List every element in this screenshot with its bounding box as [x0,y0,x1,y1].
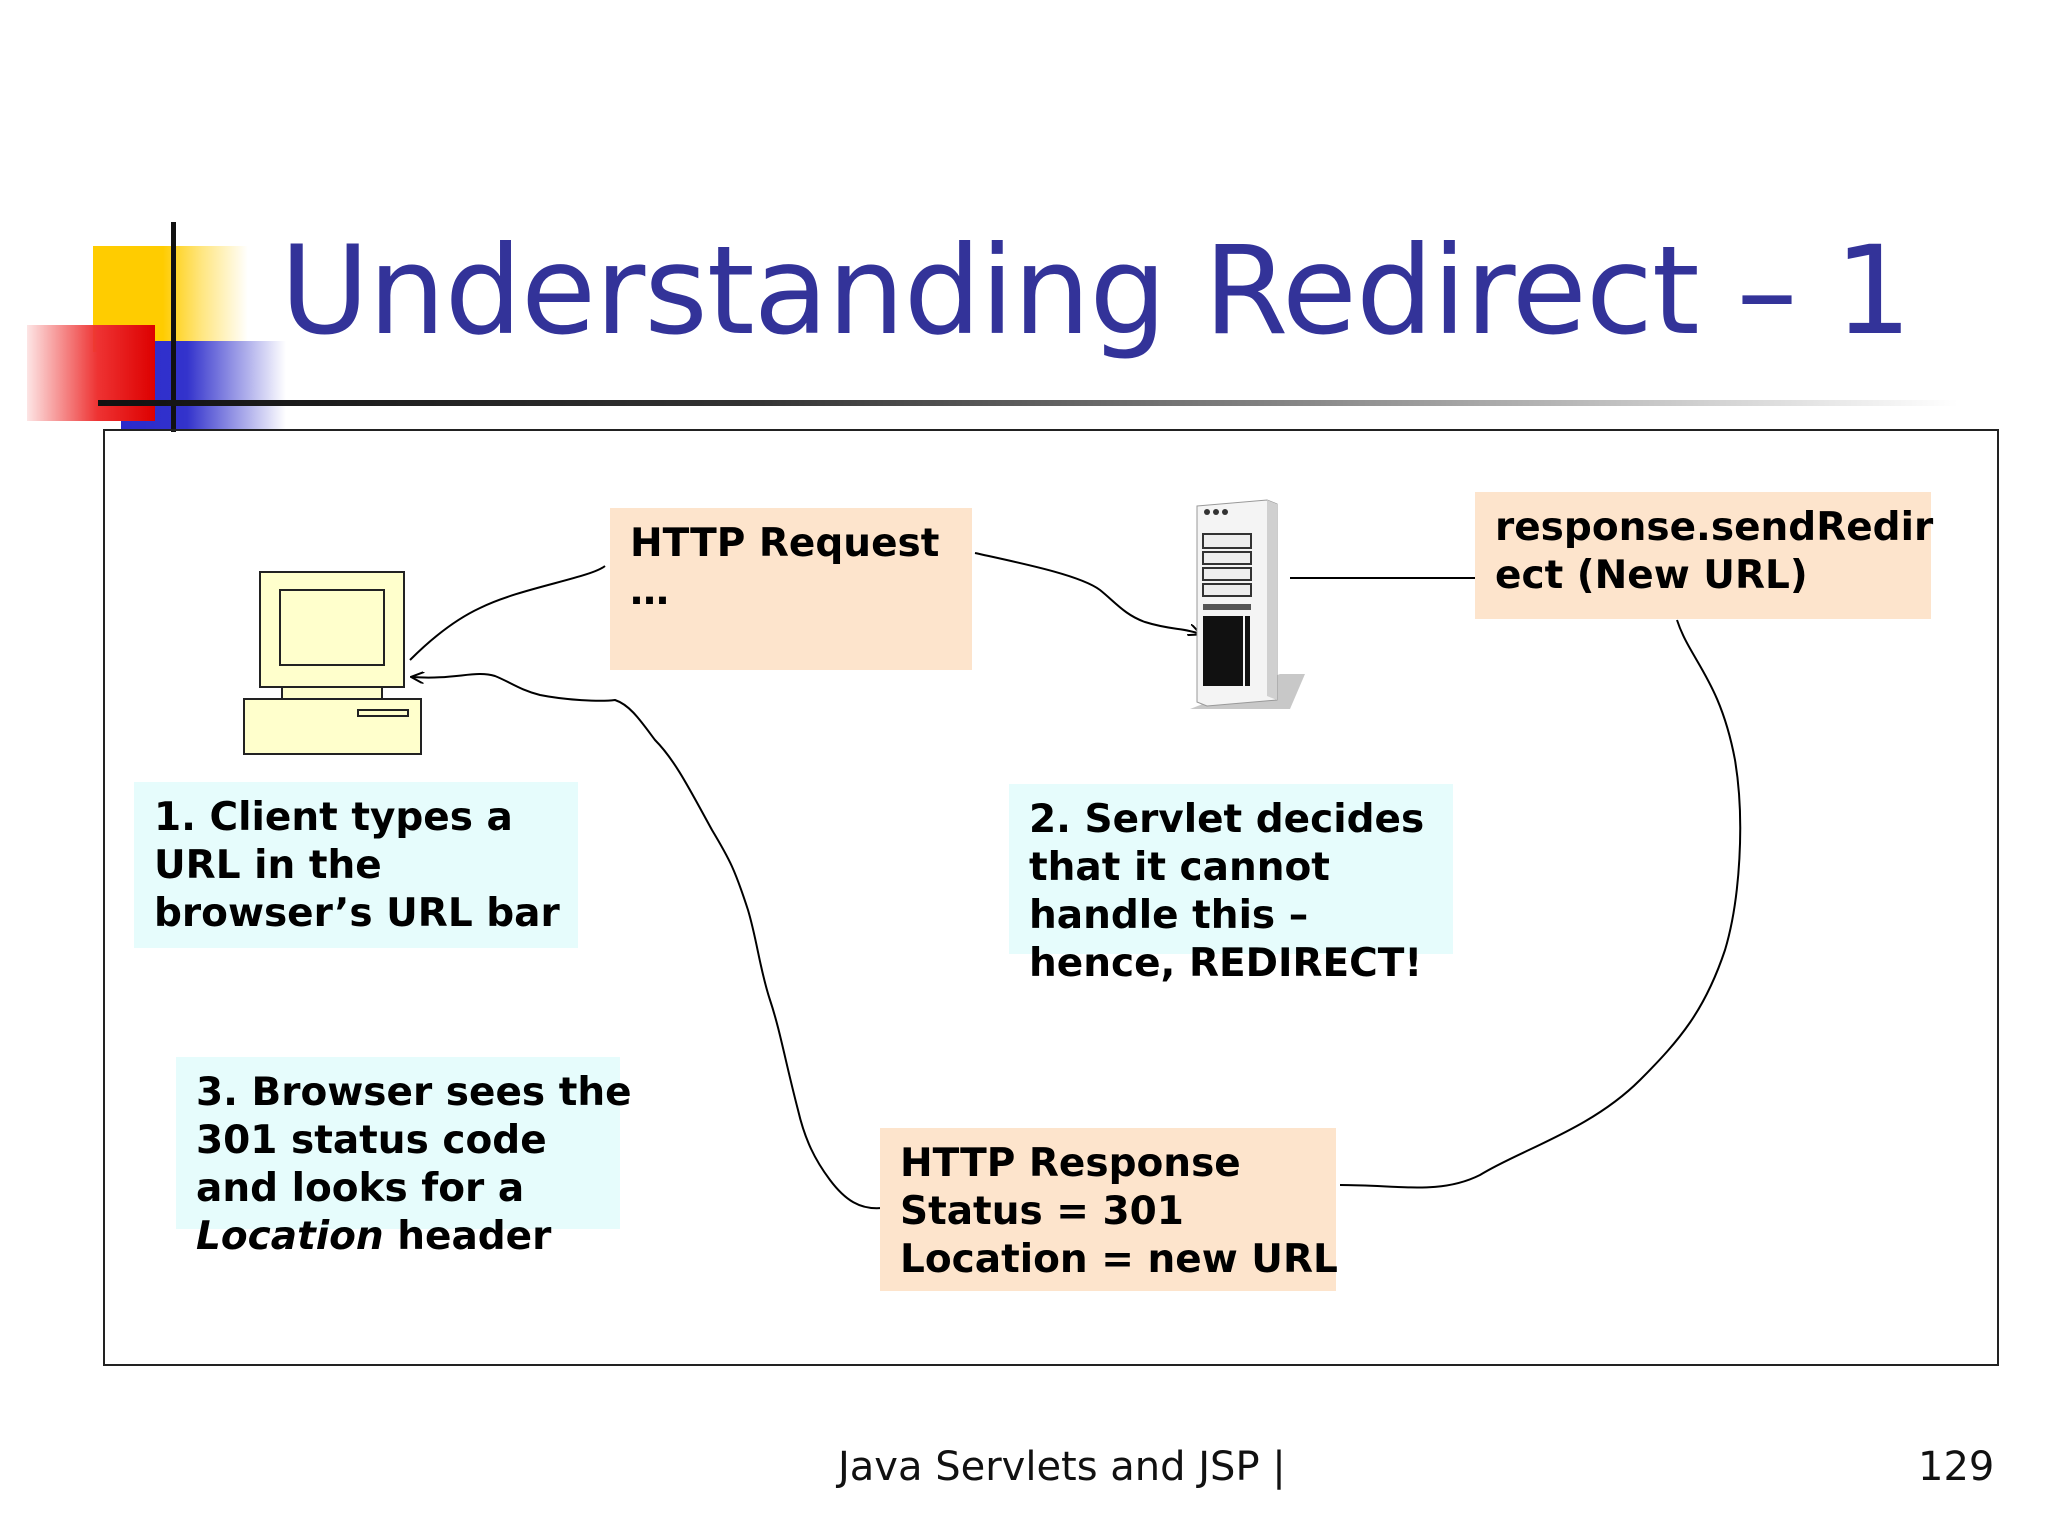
step-3-line-1: 3. Browser sees the [196,1070,632,1115]
step-3-line-2: 301 status code [196,1118,547,1163]
http-response-line-3: Location = new URL [900,1237,1338,1282]
redirect-to-response-line [1339,619,1742,1189]
step-2-line-3: handle this – [1029,893,1309,938]
send-redirect-line-1: response.sendRedir [1495,505,1934,550]
step-3-line-3: and looks for a [196,1166,525,1211]
http-request-label: HTTP Request [630,521,940,566]
step-2-line-2: that it cannot [1029,845,1330,890]
desktop-computer-icon [243,571,422,755]
title-underline [98,400,1958,406]
footer-text: Java Servlets and JSP | [838,1444,1286,1490]
header-word: header [383,1214,552,1259]
step-2-line-4: hence, REDIRECT! [1029,941,1423,986]
server-tower-icon [1190,499,1305,709]
send-redirect-box: response.sendRedir ect (New URL) [1475,492,1934,619]
http-response-box: HTTP Response Status = 301 Location = ne… [880,1128,1338,1291]
page-number: 129 [1918,1444,1995,1490]
send-redirect-line-2: ect (New URL) [1495,553,1808,598]
diagram-frame [103,429,1999,1366]
title-decoration-vertical-line [171,222,176,432]
step-3-line-4: Location header [196,1213,600,1261]
location-word: Location [196,1214,384,1259]
response-to-client-arrow [412,674,883,1210]
http-response-line-2: Status = 301 [900,1189,1184,1234]
step-1-line-2: URL in the [154,843,382,888]
request-to-client-line [409,565,606,661]
http-request-box: HTTP Request … [610,508,972,670]
step-1-line-1: 1. Client types a [154,795,513,840]
step-2-box: 2. Servlet decides that it cannot handle… [1009,784,1453,986]
request-to-server-arrow [974,552,1200,634]
step-1-line-3: browser’s URL bar [154,891,560,936]
slide-title: Understanding Redirect – 1 [280,220,1912,362]
http-request-ellipsis: … [630,569,669,614]
step-2-line-1: 2. Servlet decides [1029,797,1425,842]
http-response-line-1: HTTP Response [900,1141,1241,1186]
step-1-box: 1. Client types a URL in the browser’s U… [134,782,578,948]
step-3-box: 3. Browser sees the 301 status code and … [176,1057,632,1259]
